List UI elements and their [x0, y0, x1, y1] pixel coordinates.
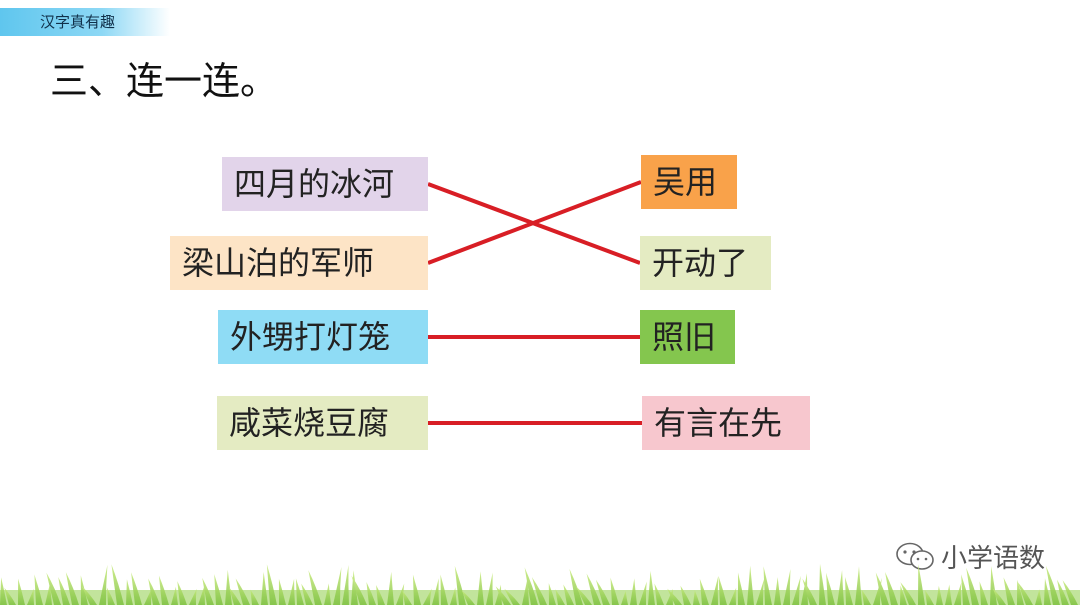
left-item[interactable]: 四月的冰河 — [222, 157, 428, 211]
left-item[interactable]: 咸菜烧豆腐 — [217, 396, 428, 450]
right-item[interactable]: 吴用 — [641, 155, 737, 209]
wechat-icon — [896, 542, 934, 570]
left-item[interactable]: 外甥打灯笼 — [218, 310, 428, 364]
right-item[interactable]: 开动了 — [640, 236, 771, 290]
right-item[interactable]: 有言在先 — [642, 396, 810, 450]
watermark: 小学语数 — [895, 538, 1045, 575]
watermark-text: 小学语数 — [941, 544, 1046, 574]
grass-decoration — [0, 563, 1080, 605]
header-tab: 汉字真有趣 — [0, 8, 170, 36]
left-item[interactable]: 梁山泊的军师 — [170, 236, 428, 290]
right-item[interactable]: 照旧 — [640, 310, 735, 364]
section-title: 三、连一连。 — [50, 59, 279, 103]
match-line — [427, 180, 642, 265]
